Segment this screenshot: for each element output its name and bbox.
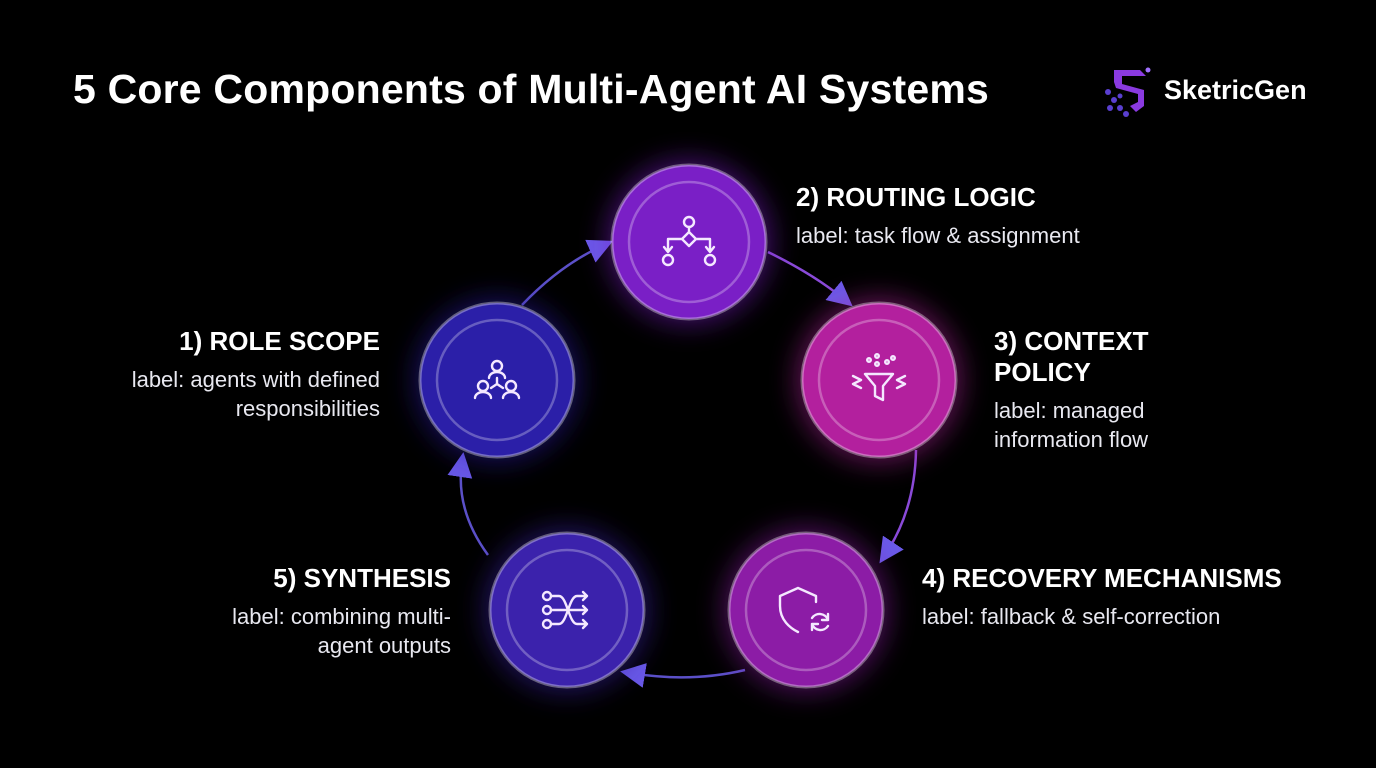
component-heading: 2) ROUTING LOGIC — [796, 182, 1036, 212]
component-description: label: managed information flow — [994, 398, 1149, 452]
component-3-label: 3) CONTEXT POLICY label: managed informa… — [994, 326, 1244, 454]
arrow-5-1 — [447, 452, 490, 556]
component-heading: 1) ROLE SCOPE — [179, 326, 380, 356]
arrow-1-2 — [521, 239, 614, 306]
component-heading: 5) SYNTHESIS — [273, 563, 451, 593]
component-5-node — [485, 528, 649, 692]
component-description: label: agents with defined responsibilit… — [131, 367, 380, 421]
component-4-label: 4) RECOVERY MECHANISMS label: fallback &… — [922, 563, 1362, 631]
component-1-label: 1) ROLE SCOPE label: agents with defined… — [50, 326, 380, 423]
node-outer-circle — [800, 301, 958, 459]
component-1-node — [415, 298, 579, 462]
people-hierarchy-icon — [473, 359, 521, 400]
component-description: label: fallback & self-correction — [922, 604, 1221, 629]
component-3-node — [797, 298, 961, 462]
component-2-label: 2) ROUTING LOGIC label: task flow & assi… — [796, 182, 1176, 250]
component-description: label: task flow & assignment — [796, 223, 1080, 248]
component-5-label: 5) SYNTHESIS label: combining multi-agen… — [151, 563, 451, 660]
logo: SketricGen — [1100, 62, 1307, 118]
node-inner-ring — [817, 318, 941, 442]
shield-refresh-icon — [778, 586, 830, 634]
node-inner-ring — [627, 180, 751, 304]
node-outer-circle — [727, 531, 885, 689]
component-heading: 3) CONTEXT POLICY — [994, 326, 1149, 387]
component-heading: 4) RECOVERY MECHANISMS — [922, 563, 1282, 593]
node-inner-ring — [744, 548, 868, 672]
funnel-icon — [851, 353, 907, 402]
node-outer-circle — [610, 163, 768, 321]
node-inner-ring — [505, 548, 629, 672]
branching-flow-icon — [661, 215, 717, 267]
merge-arrows-icon — [541, 590, 589, 630]
component-4-node — [724, 528, 888, 692]
arrow-3-4 — [879, 449, 918, 564]
node-inner-ring — [435, 318, 559, 442]
arrow-4-5 — [620, 663, 746, 688]
logo-icon — [1105, 67, 1151, 117]
arrow-2-3 — [767, 250, 853, 307]
logo-text: SketricGen — [1164, 74, 1307, 105]
page-title: 5 Core Components of Multi-Agent AI Syst… — [73, 66, 989, 112]
component-description: label: combining multi-agent outputs — [232, 604, 451, 658]
component-2-node — [607, 160, 771, 324]
